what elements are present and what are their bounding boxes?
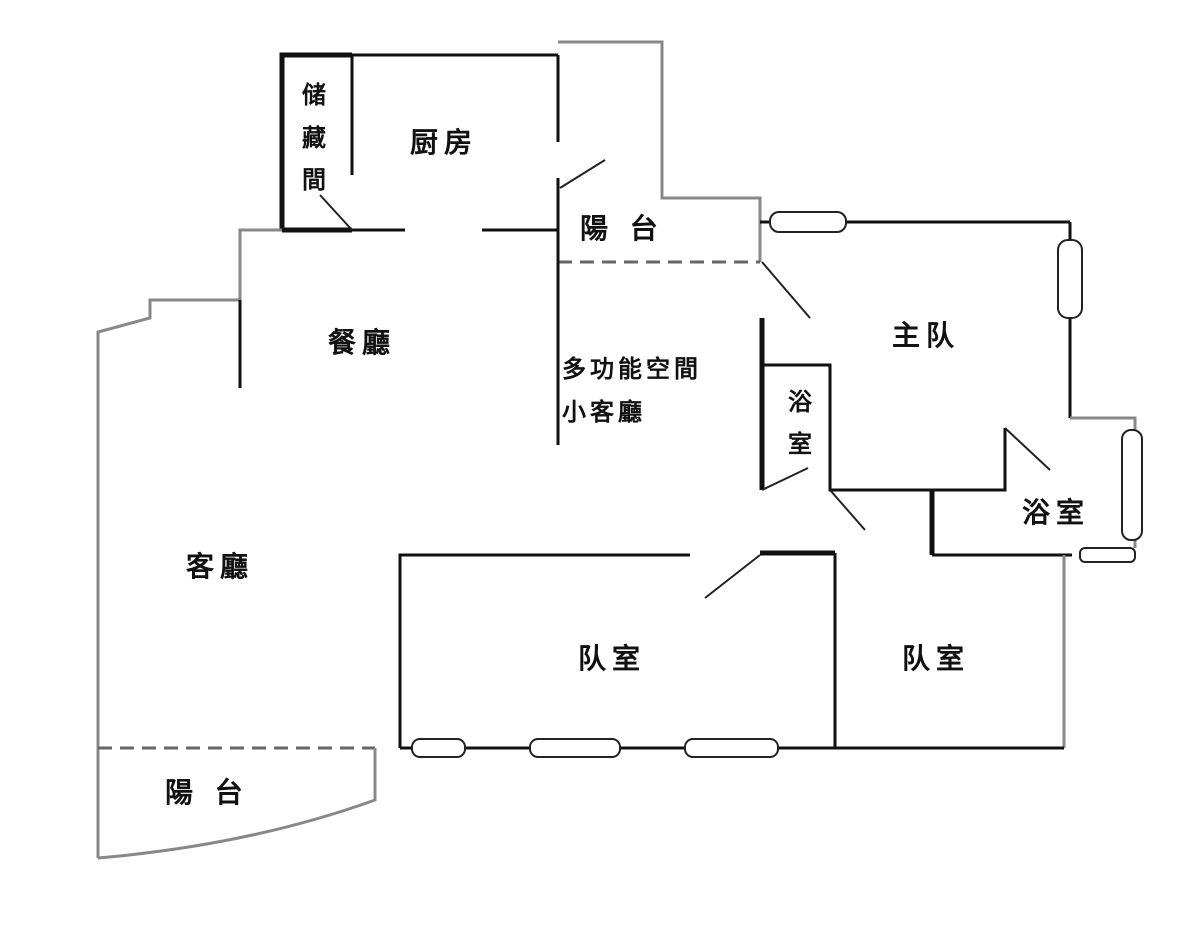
balcony-top-label: 陽 台 xyxy=(580,212,664,245)
storage-label-1: 储 xyxy=(302,80,330,109)
bedroom-right-label: 队室 xyxy=(902,642,970,675)
multi-room-label: 多功能空間 xyxy=(562,354,702,383)
kitchen-label: 厨房 xyxy=(410,126,478,159)
bath-small-label-2: 室 xyxy=(788,429,816,458)
master-bath-label: 浴室 xyxy=(1022,496,1090,529)
doors xyxy=(319,159,1051,599)
windows xyxy=(411,211,1143,758)
bath-small-label-1: 浴 xyxy=(788,387,816,416)
living-room-label: 客廳 xyxy=(186,550,254,583)
walls xyxy=(96,40,1137,860)
balcony-bottom-label: 陽 台 xyxy=(165,776,249,809)
storage-label-3: 間 xyxy=(302,165,330,194)
small-living-label: 小客廳 xyxy=(562,397,646,426)
storage-label-2: 藏 xyxy=(302,123,330,152)
bedroom-center-label: 队室 xyxy=(578,642,646,675)
dining-label: 餐廳 xyxy=(328,326,396,359)
room-labels: 储 藏 間 厨房 陽 台 餐廳 多功能空間 小客廳 主队 浴 室 浴室 客廳 队… xyxy=(165,80,1090,809)
master-bedroom-label: 主队 xyxy=(892,319,960,352)
